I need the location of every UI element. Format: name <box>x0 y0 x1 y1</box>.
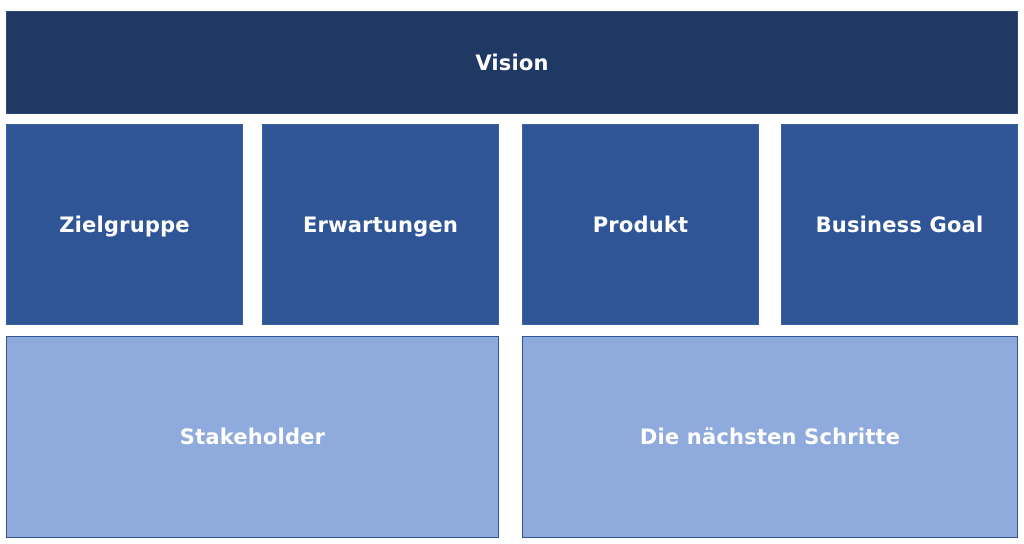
zielgruppe-label: Zielgruppe <box>59 212 190 237</box>
stakeholder-box: Stakeholder <box>6 336 499 538</box>
zielgruppe-box: Zielgruppe <box>6 124 243 325</box>
naechste-schritte-box: Die nächsten Schritte <box>522 336 1018 538</box>
produkt-label: Produkt <box>592 212 689 237</box>
business-goal-box: Business Goal <box>781 124 1018 325</box>
erwartungen-label: Erwartungen <box>303 212 458 237</box>
vision-box: Vision <box>6 11 1018 114</box>
erwartungen-box: Erwartungen <box>262 124 499 325</box>
vision-label: Vision <box>475 50 549 75</box>
business-goal-label: Business Goal <box>815 212 984 237</box>
stakeholder-label: Stakeholder <box>179 425 326 449</box>
produkt-box: Produkt <box>522 124 759 325</box>
naechste-schritte-label: Die nächsten Schritte <box>639 425 901 449</box>
